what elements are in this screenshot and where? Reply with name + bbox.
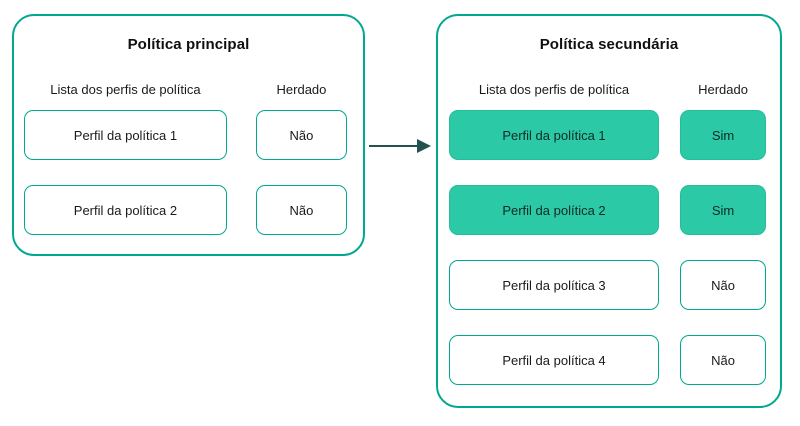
column-header-inherited: Herdado <box>276 82 327 97</box>
column-header-profile-list: Lista dos perfis de política <box>50 82 201 97</box>
table-row[interactable]: Perfil da política 2 Não <box>24 185 347 235</box>
panel-primary-policy: Política principal Lista dos perfis de p… <box>12 14 365 256</box>
panel-secondary-title: Política secundária <box>539 36 679 53</box>
panel-primary-title: Política principal <box>127 36 250 53</box>
table-row[interactable]: Perfil da política 1 Sim <box>449 110 766 160</box>
policy-profile-cell[interactable]: Perfil da política 2 <box>449 185 660 235</box>
policy-profile-cell[interactable]: Perfil da política 2 <box>24 185 227 235</box>
inherited-status-cell[interactable]: Não <box>680 335 766 385</box>
inherited-status-cell[interactable]: Sim <box>680 110 766 160</box>
column-header-profile-list: Lista dos perfis de política <box>478 82 630 97</box>
table-row[interactable]: Perfil da política 4 Não <box>449 335 766 385</box>
policy-profile-cell[interactable]: Perfil da política 3 <box>449 260 660 310</box>
policy-profile-cell[interactable]: Perfil da política 1 <box>449 110 660 160</box>
inherited-status-cell[interactable]: Não <box>680 260 766 310</box>
panel-primary-column-headers: Lista dos perfis de política Herdado <box>14 82 363 97</box>
inherited-status-cell[interactable]: Sim <box>680 185 766 235</box>
inherited-status-cell[interactable]: Não <box>255 110 347 160</box>
table-row[interactable]: Perfil da política 3 Não <box>449 260 766 310</box>
arrow-right-icon <box>369 139 431 153</box>
policy-profile-cell[interactable]: Perfil da política 1 <box>24 110 227 160</box>
panel-secondary-column-headers: Lista dos perfis de política Herdado <box>438 82 780 97</box>
panel-secondary-policy: Política secundária Lista dos perfis de … <box>436 14 782 408</box>
policy-profile-cell[interactable]: Perfil da política 4 <box>449 335 660 385</box>
table-row[interactable]: Perfil da política 2 Sim <box>449 185 766 235</box>
table-row[interactable]: Perfil da política 1 Não <box>24 110 347 160</box>
inherited-status-cell[interactable]: Não <box>255 185 347 235</box>
column-header-inherited: Herdado <box>698 82 748 97</box>
